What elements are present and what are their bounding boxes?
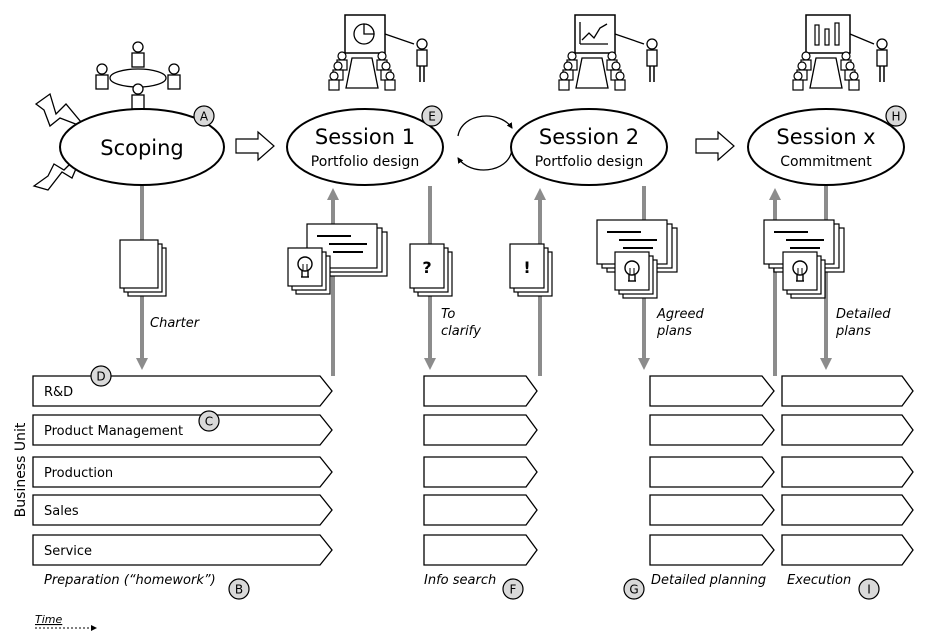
bu-row-5 — [32, 534, 333, 566]
marker-c: C — [198, 410, 220, 432]
flow-arrow-1 — [235, 130, 275, 162]
marker-b: B — [228, 578, 250, 600]
scoping-ellipse — [59, 108, 225, 186]
idea-document-icon — [287, 247, 331, 295]
agreed-plans-label-1: Agreed — [656, 307, 704, 322]
time-label: Time — [35, 613, 62, 626]
scoping-meeting-icon — [95, 41, 181, 110]
svg-text:G: G — [629, 583, 638, 597]
marker-f: F — [502, 578, 524, 600]
agreed-plans-label-2: plans — [656, 324, 692, 339]
marker-i: I — [858, 578, 880, 600]
marker-e: E — [421, 105, 443, 127]
business-unit-axis-label: Business Unit — [13, 422, 29, 517]
bu-label-product-management: Product Management — [44, 424, 183, 439]
vertical-arrows — [136, 186, 832, 376]
svg-text:D: D — [96, 370, 105, 384]
detailed-plans-label-1: Detailed — [836, 307, 891, 322]
svg-text:A: A — [200, 110, 209, 124]
execution-column — [781, 375, 914, 566]
agreed-idea-document-icon — [614, 251, 658, 299]
preparation-caption: Preparation (“homework”) — [44, 573, 216, 588]
session1-title: Session 1 — [315, 125, 415, 149]
sessionx-title: Session x — [776, 125, 875, 149]
flow-arrow-2 — [695, 130, 735, 162]
session2-ellipse — [510, 108, 668, 186]
session1-ellipse — [286, 108, 444, 186]
session2-title: Session 2 — [539, 125, 639, 149]
sessionx-subtitle: Commitment — [780, 154, 872, 170]
detailed-planning-caption: Detailed planning — [651, 573, 766, 588]
bu-row-2 — [32, 414, 333, 446]
marker-g: G — [623, 578, 645, 600]
line-chart-presentation-icon — [559, 14, 658, 90]
info-search-caption: Info search — [424, 573, 496, 588]
question-document-icon — [409, 243, 453, 297]
svg-text:E: E — [428, 110, 436, 124]
to-clarify-label-1: To — [441, 307, 455, 322]
lightning-icon — [32, 92, 89, 191]
session1-subtitle: Portfolio design — [311, 154, 420, 170]
svg-text:B: B — [235, 583, 243, 597]
execution-caption: Execution — [787, 573, 851, 588]
detailed-planning-column — [649, 375, 775, 566]
svg-text:C: C — [205, 415, 213, 429]
bu-row-3 — [32, 456, 333, 488]
bu-label-production: Production — [44, 466, 113, 481]
bu-row-4 — [32, 494, 333, 526]
cycle-arrows-icon — [457, 115, 513, 171]
detailed-idea-document-icon — [782, 251, 826, 299]
to-clarify-label-2: clarify — [441, 324, 481, 339]
exclaim-document-icon — [509, 243, 553, 297]
question-symbol: ? — [422, 258, 431, 277]
bu-label-rnd: R&D — [44, 385, 73, 400]
sessionx-ellipse — [747, 108, 905, 186]
charter-label: Charter — [150, 316, 201, 331]
bu-label-service: Service — [44, 544, 92, 559]
marker-a: A — [193, 105, 215, 127]
svg-text:H: H — [891, 110, 900, 124]
session2-subtitle: Portfolio design — [535, 154, 644, 170]
bu-row-1 — [32, 375, 333, 407]
svg-text:I: I — [867, 583, 871, 597]
svg-text:F: F — [510, 583, 517, 597]
exclaim-symbol: ! — [523, 258, 530, 277]
bu-label-sales: Sales — [44, 504, 79, 519]
charter-document-icon — [119, 239, 167, 297]
bar-chart-presentation-icon — [793, 14, 888, 90]
pie-chart-presentation-icon — [329, 14, 428, 90]
detailed-plans-label-2: plans — [835, 324, 871, 339]
marker-h: H — [885, 105, 907, 127]
marker-d: D — [90, 365, 112, 387]
info-search-column — [423, 375, 538, 566]
scoping-title: Scoping — [100, 136, 184, 160]
